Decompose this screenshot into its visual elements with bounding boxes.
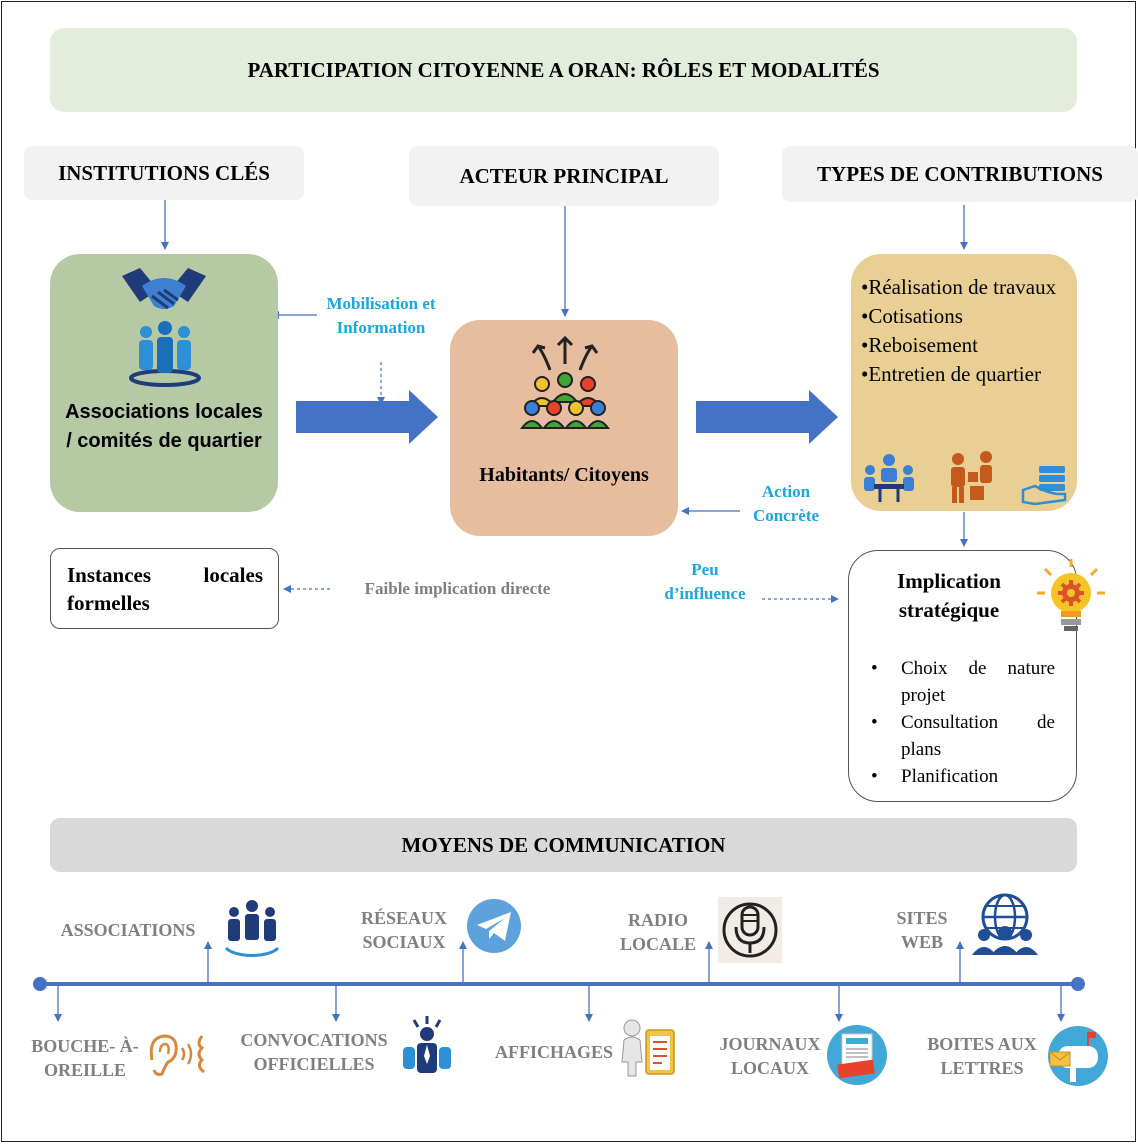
ear-mouth-icon	[142, 1030, 212, 1085]
newspaper-icon	[824, 1024, 890, 1091]
contributions-list: •Réalisation de travaux •Cotisations •Re…	[861, 273, 1057, 389]
strategic-item: •Choix de nature projet	[871, 658, 1055, 706]
microphone-icon	[718, 897, 782, 968]
timeline-start-dot	[33, 977, 47, 991]
peu-influence-label: Peu d’influence	[664, 560, 746, 603]
globe-users-icon	[970, 893, 1040, 960]
block-arrow-right	[696, 390, 838, 444]
comm-convocations-label: CONVOCATIONS OFFICIELLES	[240, 1030, 388, 1074]
handshake-icon	[118, 262, 210, 327]
comm-associations-label: ASSOCIATIONS	[60, 920, 196, 940]
lightbulb-gear-icon	[1035, 557, 1107, 640]
comm-sites-label: SITES WEB	[896, 908, 948, 952]
strategic-item-text: Planification	[901, 766, 999, 787]
header-types: TYPES DE CONTRIBUTIONS	[782, 146, 1138, 202]
clipboard-person-icon	[616, 1018, 678, 1083]
strategic-title: Implication stratégique	[897, 569, 1001, 622]
citizens-label: Habitants/ Citoyens	[479, 464, 649, 486]
comm-affichages-label: AFFICHAGES	[494, 1042, 613, 1062]
comm-radio-label: RADIO LOCALE	[619, 910, 697, 954]
comm-journaux-label: JOURNAUX LOCAUX	[719, 1034, 821, 1078]
meeting-table-icon	[862, 452, 916, 509]
comm-boites-label: BOITES AUX LETTRES	[927, 1034, 1037, 1078]
diagram-title: PARTICIPATION CITOYENNE A ORAN: RÔLES ET…	[50, 28, 1077, 112]
crowd-growth-icon	[520, 334, 610, 435]
strategic-item-text: Consultation de plans	[901, 712, 1055, 760]
timeline-end-dot	[1071, 977, 1085, 991]
hand-money-icon	[1021, 462, 1071, 511]
instances-box: Instances locales formelles	[50, 548, 279, 629]
group-circle-icon	[220, 898, 284, 965]
strategic-item: •Consultation de plans	[871, 712, 1055, 760]
faible-implication-label: Faible implication directe	[364, 579, 551, 598]
contribution-item: •Réalisation de travaux	[861, 275, 1057, 299]
contribution-item: •Cotisations	[861, 304, 963, 328]
mobilisation-label: Mobilisation et Information	[326, 294, 436, 337]
contribution-item: •Reboisement	[861, 333, 978, 357]
speaker-person-icon	[400, 1014, 454, 1091]
header-acteur: ACTEUR PRINCIPAL	[409, 146, 719, 206]
mailbox-icon	[1046, 1024, 1110, 1093]
community-group-icon	[128, 320, 202, 391]
comm-reseaux-label: RÉSEAUX SOCIAUX	[360, 908, 448, 952]
instances-label: Instances locales formelles	[67, 563, 263, 615]
associations-label: Associations locales / comités de quarti…	[65, 401, 263, 452]
contribution-item: •Entretien de quartier	[861, 362, 1041, 386]
associations-box: Associations locales / comités de quarti…	[50, 254, 278, 512]
comm-bouche-label: BOUCHE- À-OREILLE	[31, 1036, 139, 1080]
action-label: Action Concrète	[752, 482, 820, 525]
telegram-icon	[465, 897, 523, 960]
header-institutions: INSTITUTIONS CLÉS	[24, 146, 304, 200]
communication-title: MOYENS DE COMMUNICATION	[50, 818, 1077, 872]
construction-work-icon	[944, 450, 998, 511]
strategic-items: •Choix de nature projet •Consultation de…	[871, 655, 1055, 790]
strategic-box: Implication stratégique •Choix de nature…	[848, 550, 1105, 802]
strategic-item: •Planification	[871, 766, 999, 787]
block-arrow-left	[296, 390, 438, 444]
strategic-item-text: Choix de nature projet	[901, 658, 1055, 706]
citizens-box: Habitants/ Citoyens	[450, 320, 678, 536]
